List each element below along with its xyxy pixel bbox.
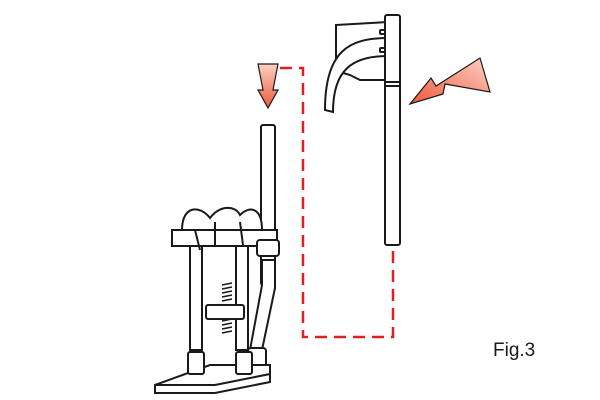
frame-rail-front bbox=[235, 239, 249, 351]
diagonal-arrow-icon bbox=[408, 57, 491, 106]
figure-label: Fig.3 bbox=[493, 340, 536, 361]
upper-pole-assembly bbox=[323, 14, 401, 246]
spring bbox=[221, 282, 233, 334]
down-arrow-icon bbox=[256, 63, 280, 110]
frame-rail-back bbox=[189, 239, 203, 351]
curved-strap bbox=[323, 36, 389, 114]
upper-pole bbox=[384, 14, 401, 246]
heel-block bbox=[235, 351, 253, 375]
diagonal-strut bbox=[248, 259, 276, 351]
heel-block bbox=[187, 351, 205, 375]
pole-clamp bbox=[256, 239, 280, 257]
stilt-lower-assembly bbox=[154, 124, 280, 394]
spring-clamp bbox=[205, 304, 245, 320]
leg-strap bbox=[180, 206, 264, 231]
alignment-dashed-line bbox=[280, 66, 395, 339]
